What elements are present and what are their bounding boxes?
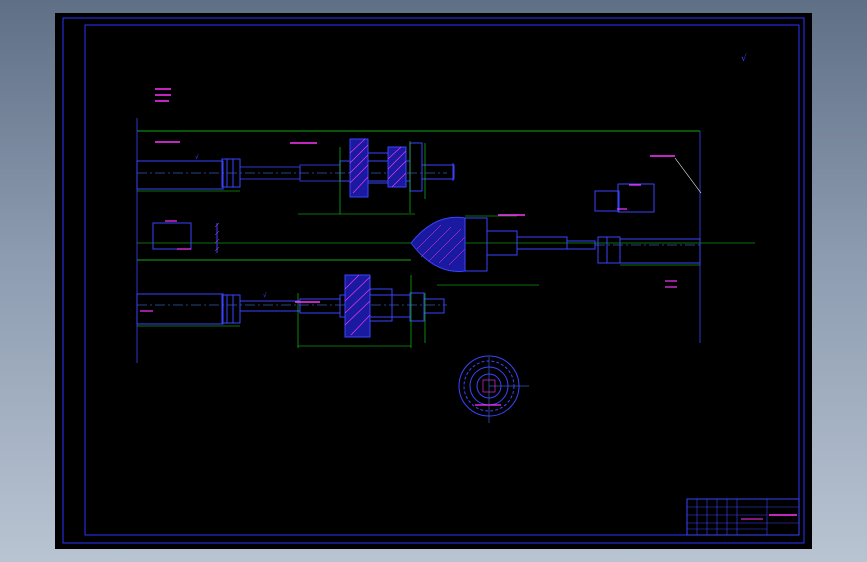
circular-section-view (458, 355, 529, 423)
outer-frame (62, 17, 805, 544)
roughness-mark: √ (741, 53, 747, 64)
inner-frame (84, 24, 800, 536)
middle-bevel-assembly (410, 214, 701, 286)
detail-view-right (594, 155, 702, 288)
lower-shaft-assembly: √ (136, 274, 447, 348)
roughness-mark-upper: √ (195, 154, 199, 161)
upper-shaft-assembly: √ (136, 138, 455, 215)
technical-notes-top-left (155, 88, 171, 102)
detail-view-left (152, 220, 220, 253)
roughness-mark-lower: √ (263, 292, 267, 299)
title-block (686, 498, 800, 536)
drawing-sheet: √ (55, 13, 812, 549)
cad-drawing: √ (62, 17, 805, 544)
